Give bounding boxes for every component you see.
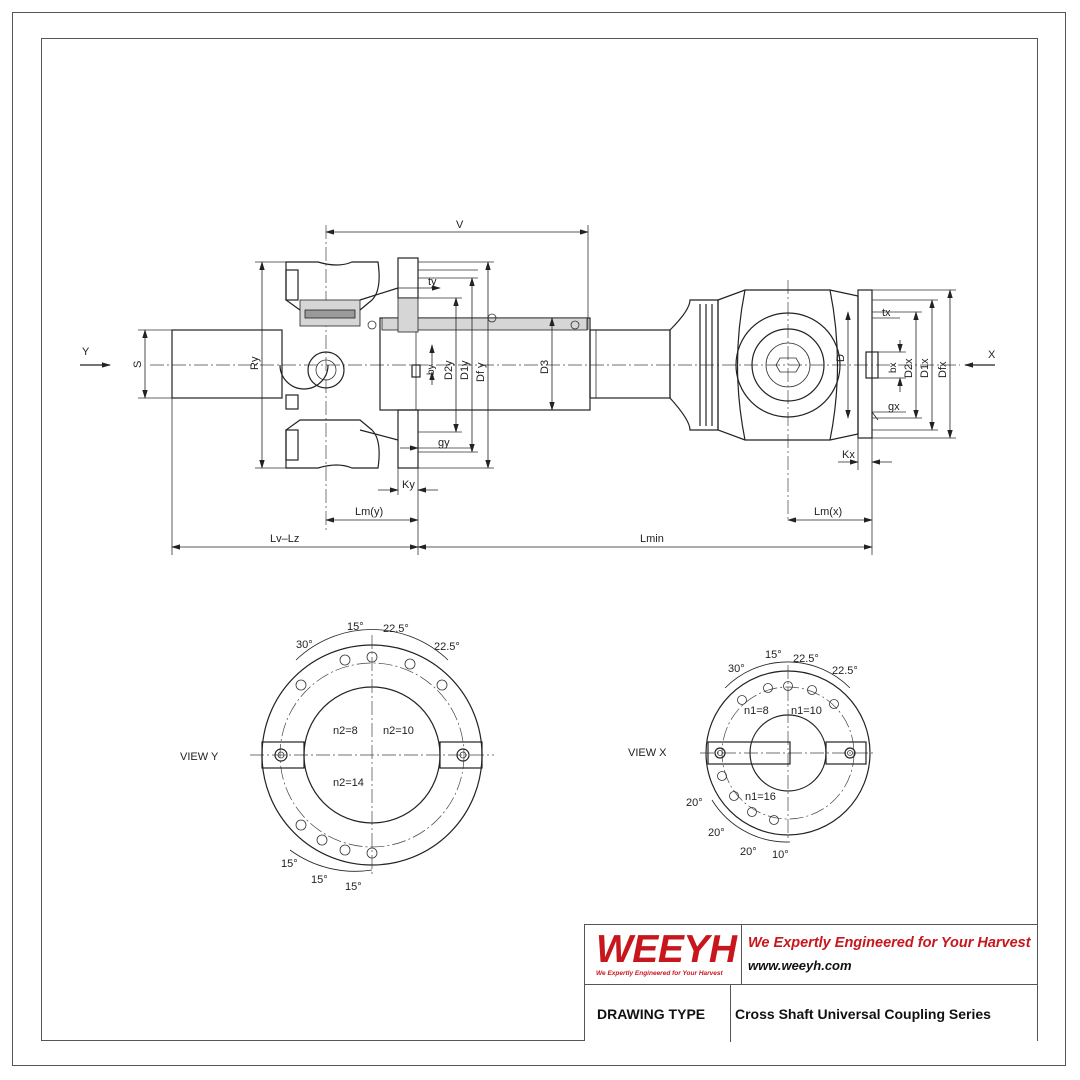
view-y: VIEW Y 30° 15° 22.5° 22.5° 15° 15° 15° n…: [180, 621, 494, 893]
brand-logo: WEEYH: [596, 928, 737, 971]
drawing-type-label: DRAWING TYPE: [597, 1006, 706, 1022]
logo-tagline: We Expertly Engineered for Your Harvest: [596, 970, 723, 977]
main-elevation: V ty S Ry by D2y D1y Df y: [80, 219, 996, 555]
view-y-n-1: n2=8: [333, 725, 358, 737]
dim-lmx: Lm(x): [814, 506, 842, 518]
view-x-angle-3: 22.5°: [793, 653, 819, 665]
view-x-angle-6: 20°: [708, 827, 725, 839]
dim-gx: gx: [888, 401, 900, 413]
drawing-border: [41, 38, 1038, 1041]
dim-ty: ty: [428, 276, 437, 288]
view-y-title: VIEW Y: [180, 751, 219, 763]
title-block: WEEYH We Expertly Engineered for Your Ha…: [584, 924, 1038, 1042]
dim-v: V: [456, 219, 464, 231]
view-y-angle-7: 15°: [345, 881, 362, 893]
dim-lvlz: Lv–Lz: [270, 533, 299, 545]
view-x-title: VIEW X: [628, 747, 667, 759]
view-y-n-3: n2=14: [333, 777, 364, 789]
view-x-angle-8: 10°: [772, 849, 789, 861]
view-x-n-2: n1=10: [791, 705, 822, 717]
view-x-angle-7: 20°: [740, 846, 757, 858]
dim-d1y: D1y: [459, 360, 471, 380]
view-x-angle-4: 22.5°: [832, 665, 858, 677]
view-y-angle-4: 22.5°: [434, 641, 460, 653]
slogan-cell: We Expertly Engineered for Your Harvest …: [742, 925, 1038, 985]
dim-by: by: [426, 364, 437, 375]
view-y-angle-1: 30°: [296, 639, 313, 651]
drawing-type-value: Cross Shaft Universal Coupling Series: [735, 1006, 991, 1022]
dim-kx: Kx: [842, 449, 855, 461]
logo-cell: WEEYH We Expertly Engineered for Your Ha…: [585, 925, 742, 985]
view-x-n-1: n1=8: [744, 705, 769, 717]
dim-dfy: Df y: [475, 362, 487, 382]
view-y-angle-6: 15°: [311, 874, 328, 886]
view-arrow-y: Y: [82, 346, 90, 358]
view-arrow-x: X: [988, 349, 996, 361]
dim-d2y: D2y: [443, 360, 455, 380]
dim-ry: Ry: [249, 356, 261, 370]
dim-d1x: D1x: [919, 358, 931, 378]
dim-bx: bx: [888, 362, 899, 373]
drawing-type-label-cell: DRAWING TYPE: [585, 985, 731, 1042]
dim-gy: gy: [438, 437, 450, 449]
dim-ky: Ky: [402, 479, 415, 491]
dim-lmy: Lm(y): [355, 506, 383, 518]
view-x-angle-5: 20°: [686, 797, 703, 809]
dim-tx: tx: [882, 307, 891, 319]
dim-d2x: D2x: [903, 358, 915, 378]
view-y-angle-3: 22.5°: [383, 623, 409, 635]
dim-lmin: Lmin: [640, 533, 664, 545]
view-y-angle-5: 15°: [281, 858, 298, 870]
view-x-angle-1: 30°: [728, 663, 745, 675]
drawing-type-value-cell: Cross Shaft Universal Coupling Series: [731, 985, 1038, 1042]
outer-frame: [12, 12, 1066, 1066]
slogan-text: We Expertly Engineered for Your Harvest: [748, 935, 1031, 951]
view-x-angle-2: 15°: [765, 649, 782, 661]
dim-d3: D3: [539, 360, 551, 374]
dim-dfx: Dfx: [937, 361, 949, 378]
website-url: www.weeyh.com: [748, 958, 852, 973]
view-y-n-2: n2=10: [383, 725, 414, 737]
view-x: VIEW X 30° 15° 22.5° 22.5° 20° 20° 20° 1…: [628, 649, 876, 861]
left-yoke: [279, 257, 580, 469]
dim-s: S: [132, 361, 144, 368]
dim-d: D: [835, 354, 847, 362]
view-x-n-3: n1=16: [745, 791, 776, 803]
view-y-angle-2: 15°: [347, 621, 364, 633]
